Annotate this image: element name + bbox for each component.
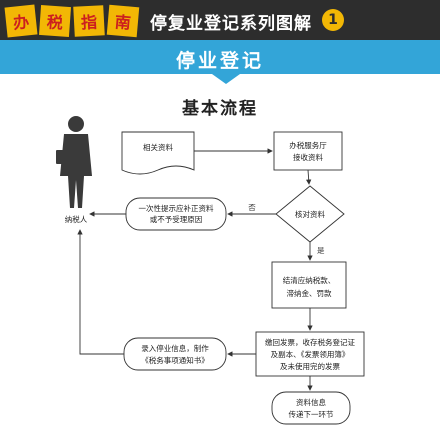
record-label-2: 《税务事项通知书》 xyxy=(141,355,209,365)
header-bar: 办 税 指 南 停复业登记系列图解 1 xyxy=(0,0,440,40)
series-title: 停复业登记系列图解 xyxy=(150,14,312,34)
transfer-label-2: 传递下一环节 xyxy=(289,409,334,419)
record-node xyxy=(123,337,227,371)
edge-hall-verify xyxy=(305,169,312,185)
edge-label-no: 否 xyxy=(248,203,256,212)
collect-label-3: 及未使用完的发票 xyxy=(280,361,340,371)
service-hall-node xyxy=(273,131,343,171)
service-hall-label-1: 办税服务厅 xyxy=(289,140,327,150)
edge-label-yes: 是 xyxy=(317,246,325,255)
collect-label-2: 及副本、《发票领用簿》 xyxy=(271,349,350,359)
service-hall-label-2: 接收资料 xyxy=(293,152,323,162)
section-title: 停业登记 xyxy=(175,50,264,72)
reject-label-2: 或不予受理原因 xyxy=(150,214,203,224)
transfer-label-1: 资料信息 xyxy=(296,397,326,407)
actor-label: 纳税人 xyxy=(65,214,88,224)
documents-node xyxy=(121,131,195,175)
reject-node xyxy=(125,197,227,231)
series-number: 1 xyxy=(322,9,344,31)
edge-record-actor xyxy=(77,229,124,355)
banner-tip xyxy=(212,74,240,84)
reject-label-1: 一次性提示应补正资料 xyxy=(139,203,214,213)
transfer-node xyxy=(271,391,351,425)
record-label-1: 录入停业信息，制作 xyxy=(141,343,209,353)
settle-label-1: 结清应纳税款、 xyxy=(283,275,336,285)
flow-subtitle: 基本流程 xyxy=(182,99,258,119)
section-banner xyxy=(0,40,440,74)
verify-label: 核对资料 xyxy=(295,209,325,219)
person-with-briefcase-icon xyxy=(56,116,92,208)
collect-label-1: 缴回发票，收存税务登记证 xyxy=(265,337,355,347)
settle-label-2: 滞纳金、罚款 xyxy=(287,288,332,298)
settle-node xyxy=(271,261,347,309)
documents-label: 相关资料 xyxy=(143,142,173,152)
